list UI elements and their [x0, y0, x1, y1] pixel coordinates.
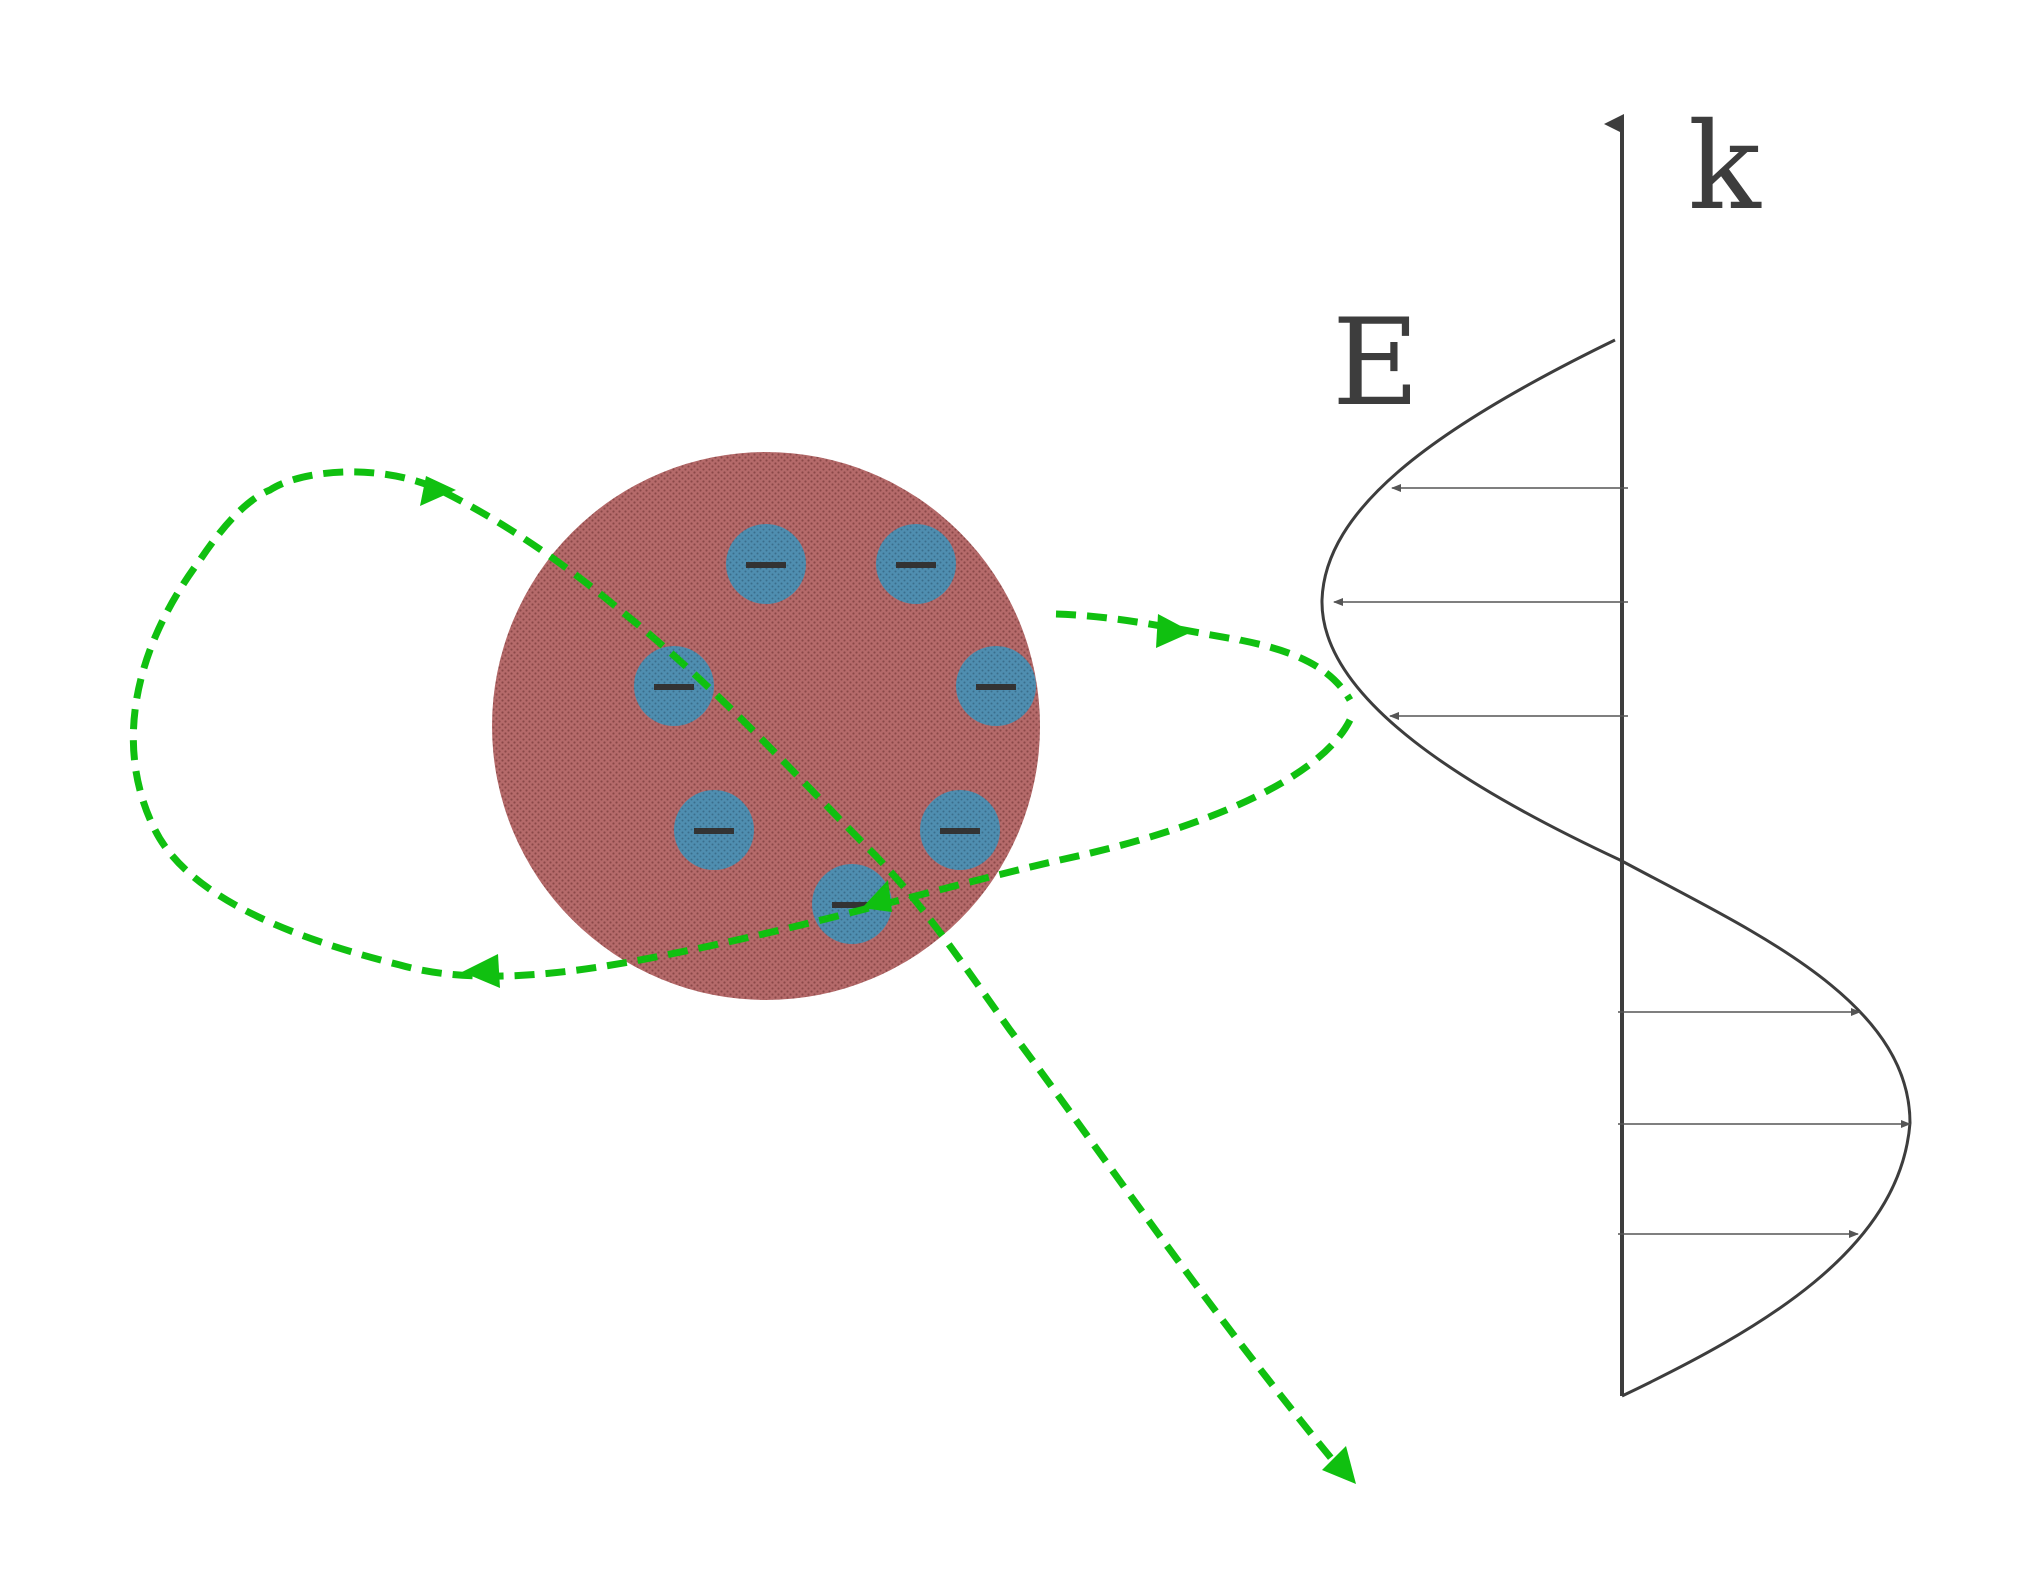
minus-sign — [976, 684, 1016, 690]
electron — [876, 524, 956, 604]
trajectory — [129, 468, 1354, 1478]
trajectory-loop-path — [129, 468, 1354, 1478]
arrowhead-icon — [420, 476, 456, 506]
electron — [812, 864, 892, 944]
arrowhead-icon — [462, 954, 500, 988]
electrons — [634, 524, 1036, 944]
minus-sign — [654, 684, 694, 690]
e-field-label: E — [1332, 294, 1420, 433]
electron — [726, 524, 806, 604]
electron — [674, 790, 754, 870]
electric-field-wave — [1320, 338, 1912, 1398]
minus-sign — [832, 902, 872, 908]
trajectory-incoming-path — [1055, 610, 1354, 702]
arrowhead-icon — [1322, 1446, 1356, 1484]
k-axis-label: k — [1688, 98, 1761, 237]
minus-sign — [694, 828, 734, 834]
minus-sign — [746, 562, 786, 568]
minus-sign — [940, 828, 980, 834]
minus-sign — [896, 562, 936, 568]
field-vectors — [1333, 484, 1911, 1238]
electron — [920, 790, 1000, 870]
electron — [956, 646, 1036, 726]
trajectory-arrowheads — [420, 476, 1356, 1484]
electron — [634, 646, 714, 726]
arrowhead-icon — [862, 880, 892, 912]
arrowhead-icon — [1156, 614, 1192, 648]
